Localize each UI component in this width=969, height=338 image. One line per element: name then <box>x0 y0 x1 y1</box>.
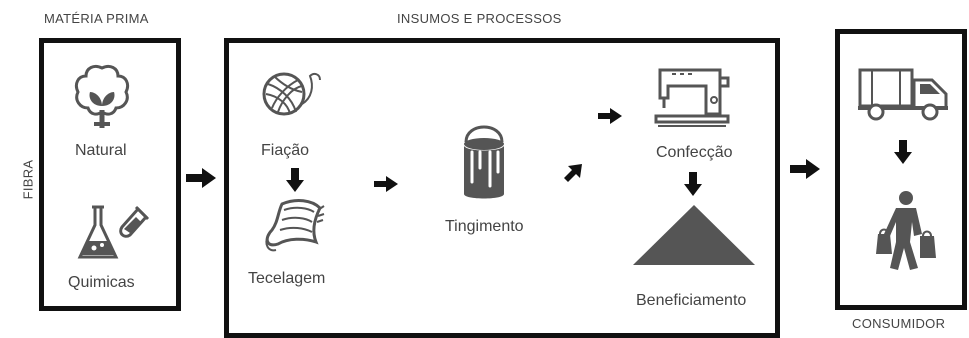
arrow-right-icon <box>186 168 216 188</box>
arrow-right-icon <box>374 176 398 192</box>
confeccao-label: Confecção <box>656 144 733 161</box>
arrow-right-icon <box>598 108 622 124</box>
shopper-person-icon <box>876 191 936 270</box>
yarn-ball-icon <box>262 72 321 116</box>
tingimento-label: Tingimento <box>445 218 524 235</box>
paint-bucket-icon <box>464 125 504 199</box>
consumidor-heading: CONSUMIDOR <box>852 316 946 331</box>
natural-label: Natural <box>75 142 127 159</box>
arrow-right-icon <box>790 159 820 179</box>
quimicas-label: Quimicas <box>68 274 135 291</box>
arrow-up-right-icon <box>564 164 582 182</box>
fiacao-label: Fiação <box>261 142 310 159</box>
chemistry-flask-icon <box>77 205 150 259</box>
arrow-down-icon <box>894 140 912 164</box>
sewing-machine-icon <box>654 68 730 127</box>
cotton-flower-icon <box>74 64 130 128</box>
tecelagem-label: Tecelagem <box>248 270 326 287</box>
fibra-side-label: FIBRA <box>20 159 36 200</box>
materia-prima-heading: MATÉRIA PRIMA <box>44 11 149 26</box>
materia-prima-box <box>39 38 181 311</box>
beneficiamento-label: Beneficiamento <box>636 292 747 309</box>
arrow-down-icon <box>286 168 304 192</box>
triangle-pile-icon <box>633 205 755 265</box>
arrow-down-icon <box>684 172 702 196</box>
insumos-processos-heading: INSUMOS E PROCESSOS <box>397 11 562 26</box>
delivery-truck-icon <box>858 68 948 121</box>
fabric-cloth-icon <box>265 199 325 252</box>
